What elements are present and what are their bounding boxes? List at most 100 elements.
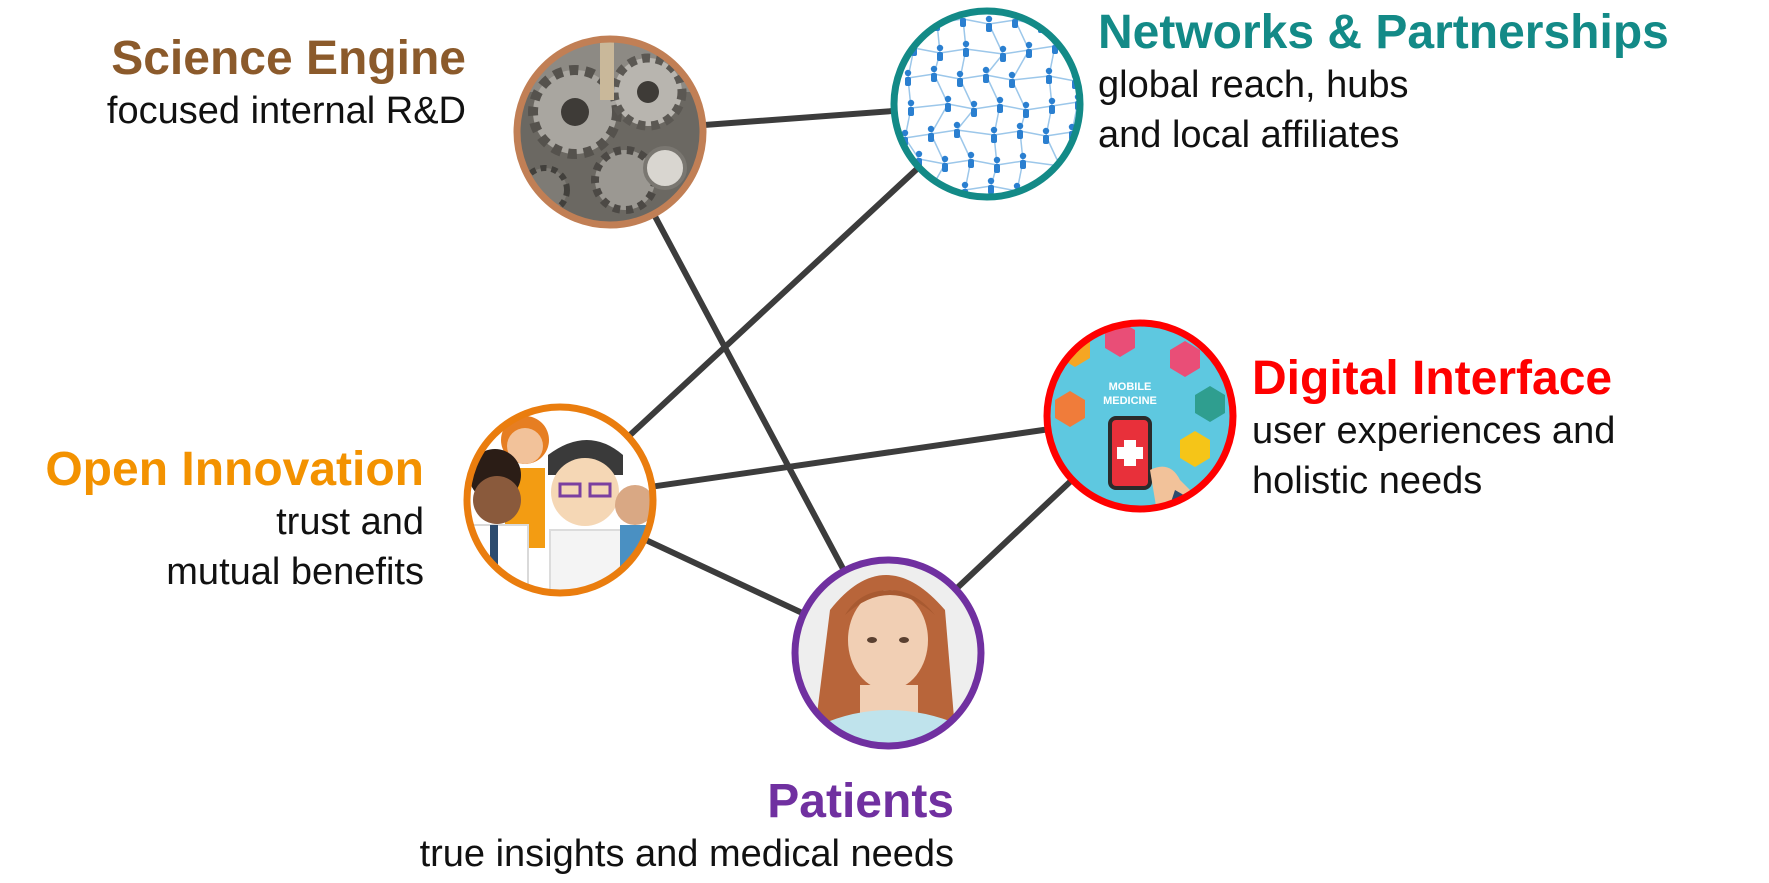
science-engine-desc-1: focused internal R&D — [106, 90, 466, 132]
network-link — [1051, 101, 1079, 107]
network-link — [1028, 45, 1056, 51]
network-person-head — [990, 126, 998, 134]
network-person-head — [944, 95, 952, 103]
network-link — [939, 48, 967, 54]
science-engine-node — [513, 35, 707, 229]
network-person-body — [1075, 20, 1080, 29]
network-person-body — [963, 48, 969, 57]
network-person-body — [997, 104, 1003, 113]
open-innovation-desc-2: mutual benefits — [166, 551, 424, 593]
network-person-body — [937, 52, 943, 61]
network-person-body — [897, 17, 903, 26]
network-person-body — [1083, 161, 1089, 170]
network-person-body — [1026, 49, 1032, 58]
network-link — [904, 133, 932, 139]
digital-interface-desc-1: user experiences and — [1252, 410, 1616, 452]
network-person-head — [896, 11, 904, 17]
network-link — [1042, 186, 1070, 193]
network-person-head — [1025, 41, 1033, 49]
network-person-head — [956, 70, 964, 78]
networks-desc-2: and local affiliates — [1098, 114, 1400, 156]
network-person-body — [983, 74, 989, 83]
network-link — [907, 73, 935, 79]
network-person-head — [961, 181, 969, 189]
network-person-body — [931, 73, 937, 82]
network-link — [930, 129, 958, 135]
network-person-body — [908, 107, 914, 116]
network-person-head — [1048, 97, 1056, 105]
network-person-head — [936, 44, 944, 52]
network-person-head — [1077, 42, 1080, 50]
digital-interface-desc-2: holistic needs — [1252, 460, 1483, 502]
network-person-head — [987, 177, 995, 185]
network-link — [944, 159, 972, 165]
network-person-body — [960, 18, 966, 27]
network-person-head — [967, 151, 975, 159]
badge-text-line-2: MEDICINE — [1103, 395, 1157, 407]
network-person-head — [1016, 122, 1024, 130]
network-person-body — [1066, 191, 1072, 197]
network-person-head — [1013, 182, 1021, 190]
network-person-head — [993, 156, 1001, 164]
network-person-head — [927, 125, 935, 133]
network-person-head — [996, 96, 1004, 104]
network-person-head — [1083, 154, 1089, 160]
network-person-body — [945, 103, 951, 112]
networks-title: Networks & Partnerships — [1098, 6, 1669, 59]
network-person-body — [968, 159, 974, 168]
network-person-head — [1042, 127, 1050, 135]
network-person-head — [1008, 71, 1016, 79]
network-person-head — [1019, 152, 1027, 160]
networks-node — [890, 7, 1089, 201]
network-person-body — [1017, 130, 1023, 139]
network-link — [899, 17, 938, 24]
patients-node — [791, 556, 985, 750]
network-link — [1045, 131, 1073, 137]
network-person-head — [999, 45, 1007, 53]
network-link — [959, 74, 987, 80]
network-person-body — [1046, 75, 1052, 84]
network-person-head — [941, 155, 949, 163]
network-person-head — [901, 129, 909, 137]
network-person-body — [905, 77, 911, 86]
network-person-head — [953, 121, 961, 129]
network-person-head — [924, 185, 932, 193]
network-person-body — [988, 185, 994, 194]
digital-interface-label: Digital Interface user experiences and h… — [1252, 352, 1615, 506]
network-person-body — [1043, 135, 1049, 144]
edge-networks-open — [557, 101, 990, 503]
patient-portrait-icon — [795, 560, 981, 746]
network-person-body — [1020, 160, 1026, 169]
network-link — [918, 158, 946, 165]
networks-desc-1: global reach, hubs — [1098, 64, 1409, 106]
open-innovation-label: Open Innovation trust and mutual benefit… — [45, 443, 424, 597]
network-link — [988, 19, 1016, 25]
network-person-head — [915, 150, 923, 158]
network-person-body — [991, 134, 997, 143]
network-link — [996, 160, 1024, 166]
network-person-body — [1012, 19, 1018, 28]
network-person-head — [1022, 101, 1030, 109]
digital-interface-title: Digital Interface — [1252, 352, 1613, 405]
open-innovation-title: Open Innovation — [45, 443, 424, 496]
open-innovation-desc-1: trust and — [276, 501, 424, 543]
patients-desc-1: true insights and medical needs — [419, 833, 954, 875]
network-person-body — [954, 129, 960, 138]
edge-open-digital — [557, 413, 1143, 503]
network-person-head — [1065, 183, 1073, 191]
network-link — [901, 188, 929, 195]
network-link — [1059, 161, 1080, 167]
network-link — [1048, 75, 1076, 82]
network-person-body — [957, 78, 963, 87]
network-person-body — [971, 108, 977, 117]
network-link — [985, 74, 1013, 81]
science-engine-label: Science Engine focused internal R&D — [107, 32, 466, 136]
network-link — [1002, 49, 1030, 55]
network-link — [993, 130, 1021, 136]
network-link — [1077, 20, 1080, 52]
network-person-head — [962, 40, 970, 48]
network-link — [973, 104, 1001, 110]
network-link — [1040, 20, 1079, 26]
network-person-body — [1078, 50, 1080, 59]
